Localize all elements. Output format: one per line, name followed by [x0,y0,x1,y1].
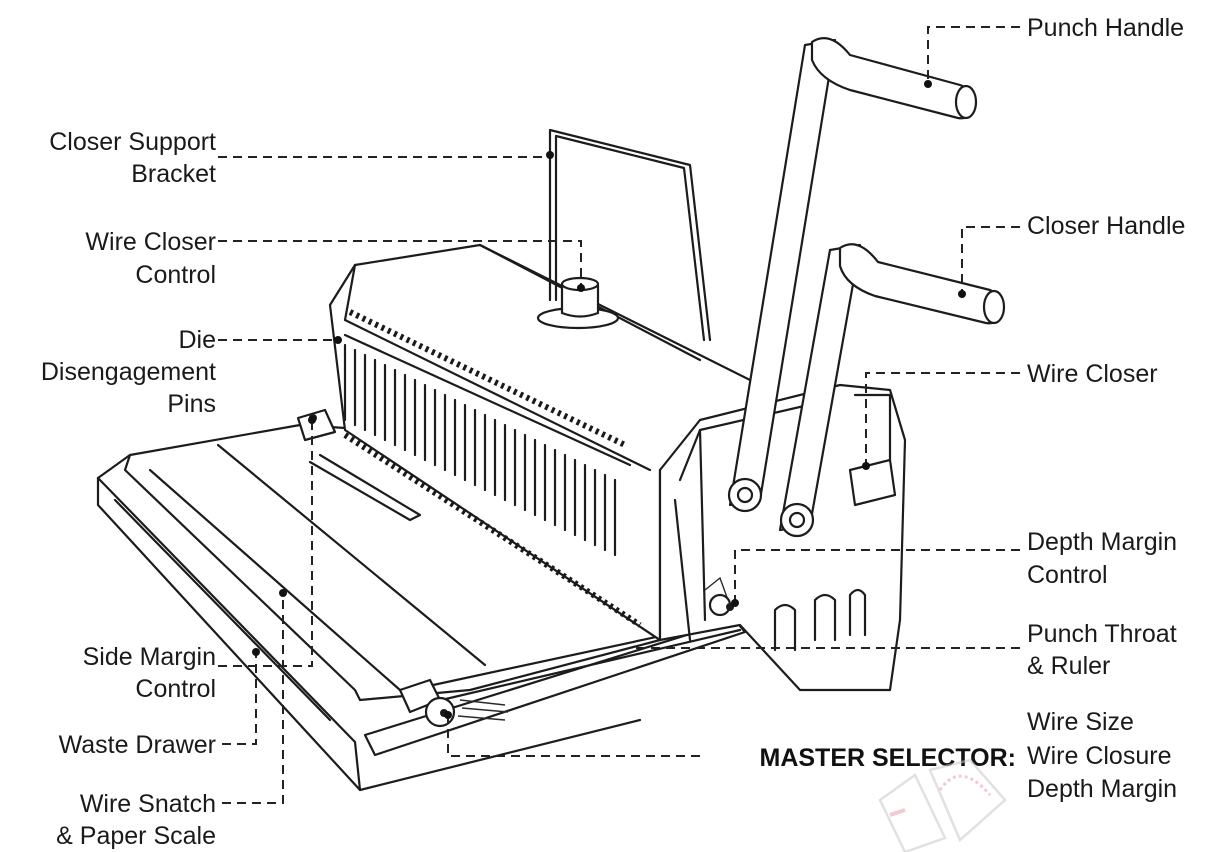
label-waste-drawer: Waste Drawer [59,731,216,759]
depth-margin-control-knob [704,576,734,617]
leader-master-selector [447,715,700,757]
master-selector-title: MASTER SELECTOR: [760,744,1017,772]
wire-closer-control-knob [536,276,620,330]
master-selector-option-wire-closure: Wire Closure [1027,742,1171,770]
label-wire-closer: Wire Closer [1027,360,1158,388]
leader-waste-drawer [222,652,257,745]
label-closer-handle: Closer Handle [1027,212,1185,240]
label-closer-support-bracket-line2: Bracket [131,160,216,188]
leader-side-margin-control [218,420,313,667]
label-closer-support-bracket-line1: Closer Support [49,128,216,156]
leader-closer-handle [961,226,1020,294]
punch-handle [727,37,978,513]
callout-labels: Punch Handle Closer Support Bracket Wire… [41,14,1186,850]
leader-lines [218,26,1020,804]
binding-machine-illustration [96,37,1006,792]
label-die-disengagement-pins-line3: Pins [167,390,216,418]
master-selector-option-depth-margin: Depth Margin [1027,775,1177,803]
label-punch-throat-ruler-line2: & Ruler [1027,652,1110,680]
master-selector-option-wire-size: Wire Size [1027,708,1134,736]
closer-handle [778,243,1006,538]
leader-wire-snatch-paper-scale [222,593,284,804]
punch-die-teeth [343,309,642,628]
label-punch-handle: Punch Handle [1027,14,1184,42]
leader-wire-closer [865,372,1020,466]
leader-punch-handle [927,26,1020,84]
label-wire-snatch-paper-scale-line2: & Paper Scale [56,822,216,850]
label-wire-snatch-paper-scale-line1: Wire Snatch [80,790,216,818]
label-depth-margin-control-line1: Depth Margin [1027,528,1177,556]
watermark-logo [878,758,1007,852]
label-side-margin-control-line1: Side Margin [83,643,216,671]
label-die-disengagement-pins-line2: Disengagement [41,358,216,386]
label-wire-closer-control-line2: Control [135,261,216,289]
leader-wire-closer-control [218,240,582,288]
label-depth-margin-control-line2: Control [1027,561,1108,589]
label-die-disengagement-pins-line1: Die [178,326,216,354]
label-side-margin-control-line2: Control [135,675,216,703]
master-selector-knob [398,678,509,728]
closer-support-bracket [548,128,712,342]
label-wire-closer-control-line1: Wire Closer [85,228,216,256]
leader-depth-margin-control [734,549,1020,603]
label-punch-throat-ruler-line1: Punch Throat [1027,620,1177,648]
